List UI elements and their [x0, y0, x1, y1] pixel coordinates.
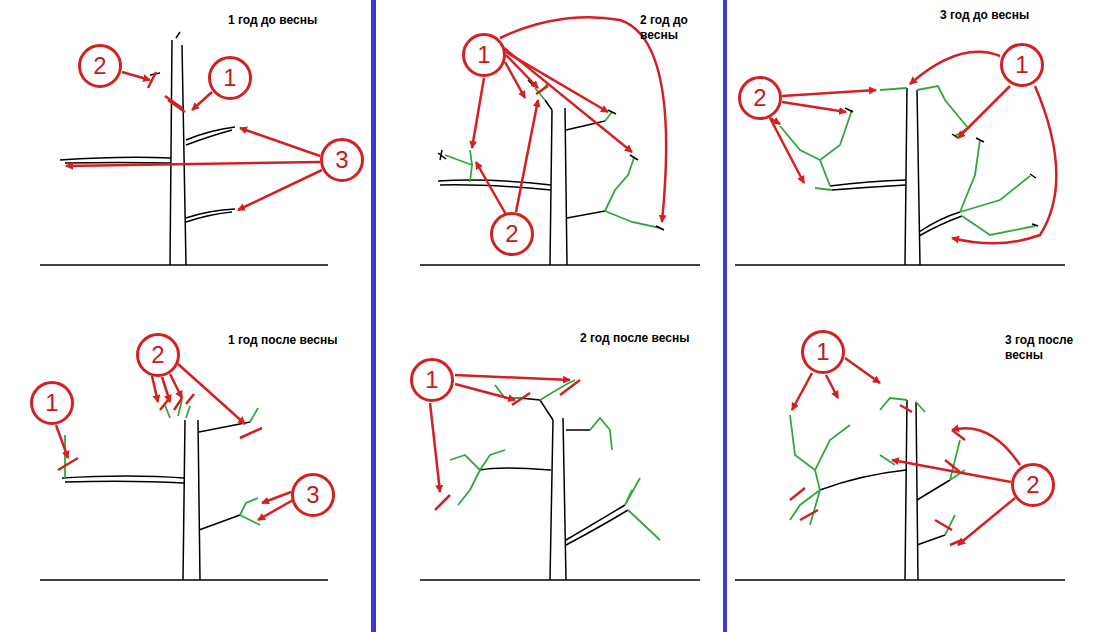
panel-title: 3 год до весны	[940, 8, 1080, 23]
callout-number: 2	[505, 222, 518, 246]
callout-number: 3	[306, 483, 319, 507]
callout-number: 2	[1026, 473, 1039, 497]
callout-circle: 2	[78, 44, 122, 88]
callout-number: 3	[335, 148, 348, 172]
callout-number: 1	[425, 368, 438, 392]
callout-number: 2	[753, 86, 766, 110]
callout-circle: 1	[1000, 43, 1044, 87]
callout-circle: 1	[30, 381, 74, 425]
panel-title: 3 год после весны	[1005, 333, 1097, 363]
callout-circle: 1	[410, 358, 454, 402]
callout-circle: 2	[1011, 463, 1055, 507]
callout-circle: 1	[801, 330, 845, 374]
callout-circle: 2	[136, 333, 180, 377]
callout-number: 2	[93, 54, 106, 78]
callout-circle: 2	[490, 212, 534, 256]
callout-circle: 1	[208, 56, 252, 100]
panel-title: 1 год после весны	[228, 333, 388, 348]
panel-title: 1 год до весны	[228, 13, 368, 28]
callout-number: 1	[816, 340, 829, 364]
callout-number: 1	[45, 391, 58, 415]
callout-circle: 3	[291, 473, 335, 517]
callout-circle: 2	[738, 76, 782, 120]
callout-number: 1	[223, 66, 236, 90]
callout-number: 1	[1015, 53, 1028, 77]
callout-circle: 3	[320, 138, 364, 182]
callout-number: 2	[151, 343, 164, 367]
callout-circle: 1	[462, 33, 506, 77]
panel-title: 2 год до весны	[640, 13, 702, 43]
panel-title: 2 год после весны	[580, 331, 740, 346]
callout-number: 1	[477, 43, 490, 67]
